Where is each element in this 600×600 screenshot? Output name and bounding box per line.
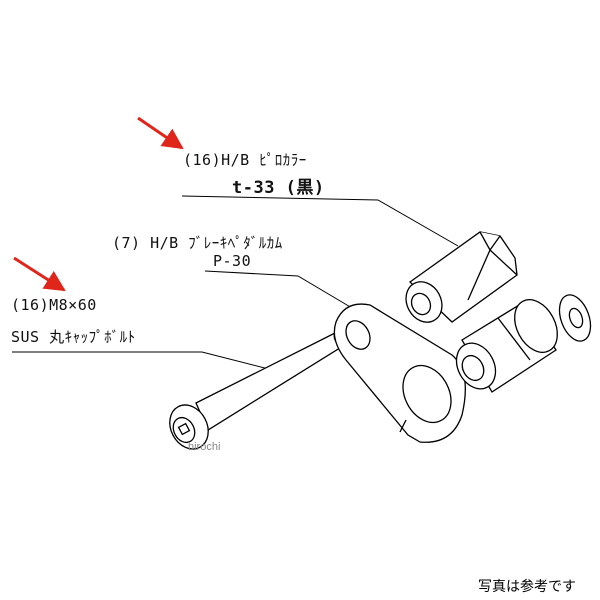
brake-cam-label: (7) H/B ﾌﾞﾚｰｷﾍﾟﾀﾞﾙｶﾑ [112,234,283,252]
pivot-collar-label: (16)H/B ﾋﾟﾛｶﾗｰ [183,151,307,169]
brake-pedal-cam [333,303,466,443]
watermark: hirochi [188,441,221,453]
spacer-collar [455,299,558,393]
red-arrow-icon [13,256,66,292]
bolt-label: (16)M8×60 [11,296,97,314]
leader-line-bolt [12,351,297,377]
pivot-collar-spec-label: t-33 (黒) [232,178,325,198]
pivot-collar [405,231,518,323]
bolt-spec-label: SUS 丸ｷｬｯﾌﾟﾎﾞﾙﾄ [11,328,136,346]
reference-photo-caption: 写真は参考です [478,579,576,595]
cap-bolt [169,331,345,450]
leader-line-brake-cam [204,270,353,309]
washer [558,294,592,342]
brake-cam-spec-label: P-30 [213,252,252,270]
leader-line-pivot-collar [181,195,459,247]
red-arrow-icon [137,116,184,150]
